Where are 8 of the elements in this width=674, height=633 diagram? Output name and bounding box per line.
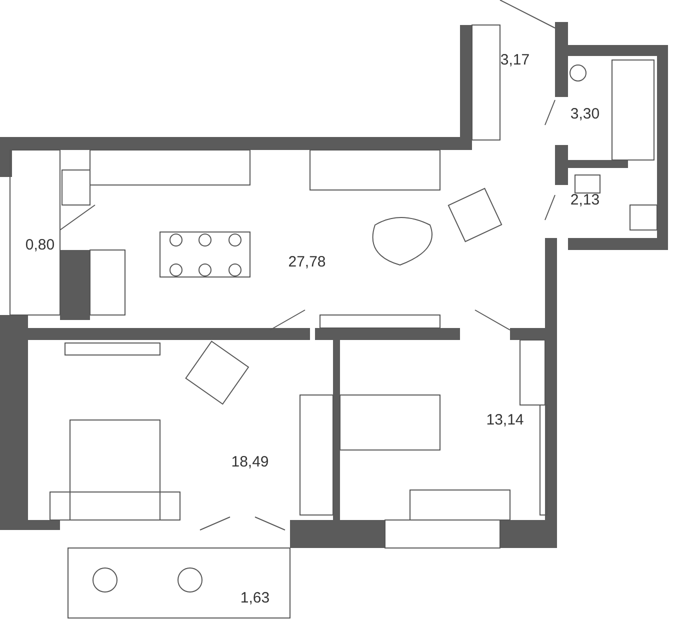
room-area-label: 3,17 bbox=[500, 52, 530, 68]
room-area-label: 18,49 bbox=[231, 454, 269, 470]
room-area-label: 13,14 bbox=[486, 412, 524, 428]
room-area-label: 0,80 bbox=[25, 236, 55, 254]
room-area-label: 27,78 bbox=[288, 254, 326, 270]
room-area-label: 1,63 bbox=[240, 590, 270, 606]
room-area-label: 2,13 bbox=[570, 192, 600, 208]
room-area-label: 3,30 bbox=[570, 106, 600, 122]
